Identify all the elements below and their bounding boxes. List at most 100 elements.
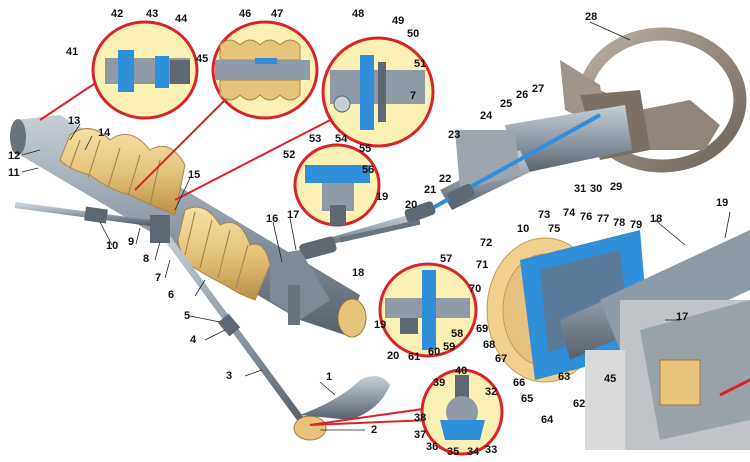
callout-c79: 79 — [630, 219, 642, 231]
callout-c77: 77 — [597, 213, 609, 225]
callout-c73: 73 — [538, 209, 550, 221]
callout-c19b: 19 — [716, 197, 728, 209]
callout-c43: 43 — [146, 8, 158, 20]
callout-c37: 37 — [414, 429, 426, 441]
callout-c45: 45 — [196, 53, 208, 65]
callout-c70: 70 — [469, 283, 481, 295]
callout-c76: 76 — [580, 211, 592, 223]
callout-c69: 69 — [476, 323, 488, 335]
callout-c4: 4 — [190, 334, 197, 346]
callout-c72: 72 — [480, 237, 492, 249]
inset-ball-joint — [420, 368, 504, 456]
callout-c30: 30 — [590, 183, 602, 195]
callout-c40: 40 — [455, 365, 467, 377]
callout-c35: 35 — [447, 446, 459, 458]
callout-c11: 11 — [8, 167, 20, 179]
callout-c16: 16 — [266, 213, 278, 225]
callout-c14: 14 — [98, 127, 111, 139]
column-cutaway — [486, 230, 750, 450]
callout-c31: 31 — [574, 183, 586, 195]
callout-c6: 6 — [168, 289, 174, 301]
callout-c41: 41 — [66, 46, 78, 58]
callout-c53: 53 — [309, 133, 321, 145]
callout-c68: 68 — [483, 339, 495, 351]
left-rack-boot — [59, 128, 186, 216]
callout-c74: 74 — [563, 207, 576, 219]
callout-c61: 61 — [408, 351, 420, 363]
callout-c7b: 7 — [410, 90, 416, 102]
callout-c45b: 45 — [604, 373, 616, 385]
callout-c50: 50 — [407, 28, 419, 40]
callout-c27: 27 — [532, 83, 544, 95]
callout-c5: 5 — [184, 310, 190, 322]
callout-c42: 42 — [111, 8, 123, 20]
callout-c62: 62 — [573, 398, 585, 410]
callout-c13: 13 — [68, 115, 80, 127]
callout-c21: 21 — [424, 184, 436, 196]
callout-c10b: 10 — [517, 223, 529, 235]
callout-c23: 23 — [448, 129, 460, 141]
callout-c18b: 18 — [650, 213, 662, 225]
callout-c47: 47 — [271, 8, 283, 20]
callout-c32: 32 — [485, 386, 497, 398]
callout-c58: 58 — [451, 328, 463, 340]
callout-c19c: 19 — [374, 319, 386, 331]
inset-connectors — [39, 79, 431, 426]
inset-pinion-bearing — [378, 262, 478, 358]
tie-rods — [14, 202, 390, 441]
callout-c54: 54 — [335, 133, 348, 145]
callout-c49: 49 — [392, 15, 404, 27]
callout-c65: 65 — [521, 393, 533, 405]
inset-rack-stop — [321, 36, 435, 148]
callout-c59: 59 — [443, 341, 455, 353]
callout-c75: 75 — [548, 223, 560, 235]
callout-c60: 60 — [428, 346, 440, 358]
callout-c67: 67 — [495, 353, 507, 365]
callout-c36: 36 — [426, 441, 438, 453]
callout-c9: 9 — [128, 236, 134, 248]
callout-c46: 46 — [239, 8, 251, 20]
inset-tie-rod-end — [91, 20, 199, 120]
callout-c15: 15 — [188, 169, 200, 181]
callout-c56: 56 — [362, 164, 374, 176]
callout-c51: 51 — [414, 58, 426, 70]
callout-c3: 3 — [226, 370, 232, 382]
callout-c33: 33 — [485, 444, 497, 456]
callout-c7: 7 — [155, 272, 161, 284]
callout-c1: 1 — [326, 371, 332, 383]
callout-c55: 55 — [359, 143, 371, 155]
callout-c10: 10 — [106, 240, 118, 252]
callout-c2: 2 — [371, 424, 377, 436]
callout-c57: 57 — [440, 253, 452, 265]
callout-c48: 48 — [352, 8, 364, 20]
callout-c26: 26 — [516, 89, 528, 101]
callout-c78: 78 — [613, 217, 625, 229]
callout-c29: 29 — [610, 181, 622, 193]
callout-c52: 52 — [283, 149, 295, 161]
callout-c63: 63 — [558, 371, 570, 383]
callout-c25: 25 — [500, 98, 512, 110]
callout-c20b: 20 — [387, 350, 399, 362]
callout-c38: 38 — [414, 412, 426, 424]
callout-c22: 22 — [439, 173, 451, 185]
callout-c71: 71 — [476, 259, 488, 271]
callout-c17b: 17 — [676, 311, 688, 323]
callout-c17: 17 — [287, 209, 299, 221]
callout-c19: 19 — [376, 191, 388, 203]
callout-c24: 24 — [480, 110, 493, 122]
callout-c66: 66 — [513, 377, 525, 389]
callout-c44: 44 — [175, 13, 188, 25]
callout-c8: 8 — [143, 253, 149, 265]
callout-leaders — [21, 21, 731, 431]
callout-c39: 39 — [433, 377, 445, 389]
callout-c20: 20 — [405, 199, 417, 211]
callout-c64: 64 — [541, 414, 554, 426]
intermediate-shaft-joints — [299, 183, 475, 260]
inset-shaft-seal — [293, 143, 381, 227]
callout-c12: 12 — [8, 150, 20, 162]
callout-c28: 28 — [585, 11, 597, 23]
callout-c18: 18 — [352, 267, 364, 279]
